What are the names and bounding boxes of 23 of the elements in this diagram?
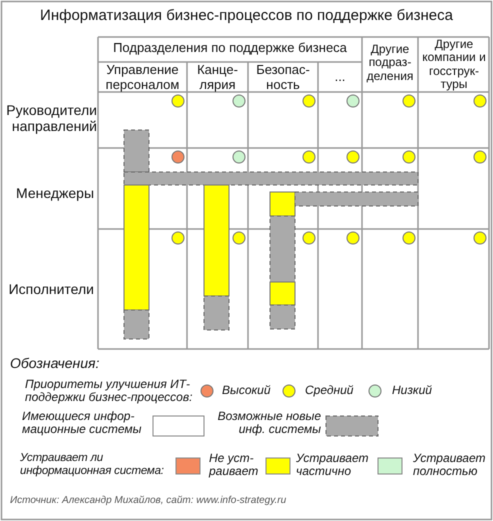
column-header: Другие компании и госструк-туры (421, 38, 487, 92)
column-group-header: Подразделения по поддержке бизнеса (112, 41, 348, 56)
column-header: Безопас-ность (255, 63, 311, 92)
legend-text: Имеющиеся инфор-мационные системы (22, 410, 142, 437)
legend-text: Устраивает полностью (413, 452, 486, 479)
row-header: Менеджеры (15, 186, 94, 202)
legend-text: Низкий (392, 384, 433, 398)
row-header: Руководители направлений (5, 103, 97, 134)
column-header: Канце-лярия (196, 63, 239, 92)
legend-text: Средний (305, 384, 354, 398)
legend-text: Не уст-раивает (209, 452, 260, 479)
column-header: ... (334, 70, 346, 85)
diagram-title: Информатизация бизнес-процессов по поддержке бизнеса (39, 8, 454, 25)
legend-text: Возможные новые инф. системы (216, 410, 321, 437)
source-note: Источник: Александр Михайлов, сайт: www.info-strategy.ru (10, 495, 288, 506)
legend-group-label: Приоритеты улучшения ИТ-поддержки бизнес-процессов: (25, 378, 194, 405)
column-header: Другие подраз-деления (366, 43, 414, 84)
row-header: Исполнители (8, 282, 94, 298)
legend-text: Высокий (222, 384, 272, 398)
legend-text: Устраивает частично (296, 452, 370, 479)
legend-group-label: Устраивает ли информационная система: (20, 452, 165, 478)
legend-heading: Обозначения: (10, 356, 100, 372)
column-header: Управление персоналом (104, 63, 180, 92)
